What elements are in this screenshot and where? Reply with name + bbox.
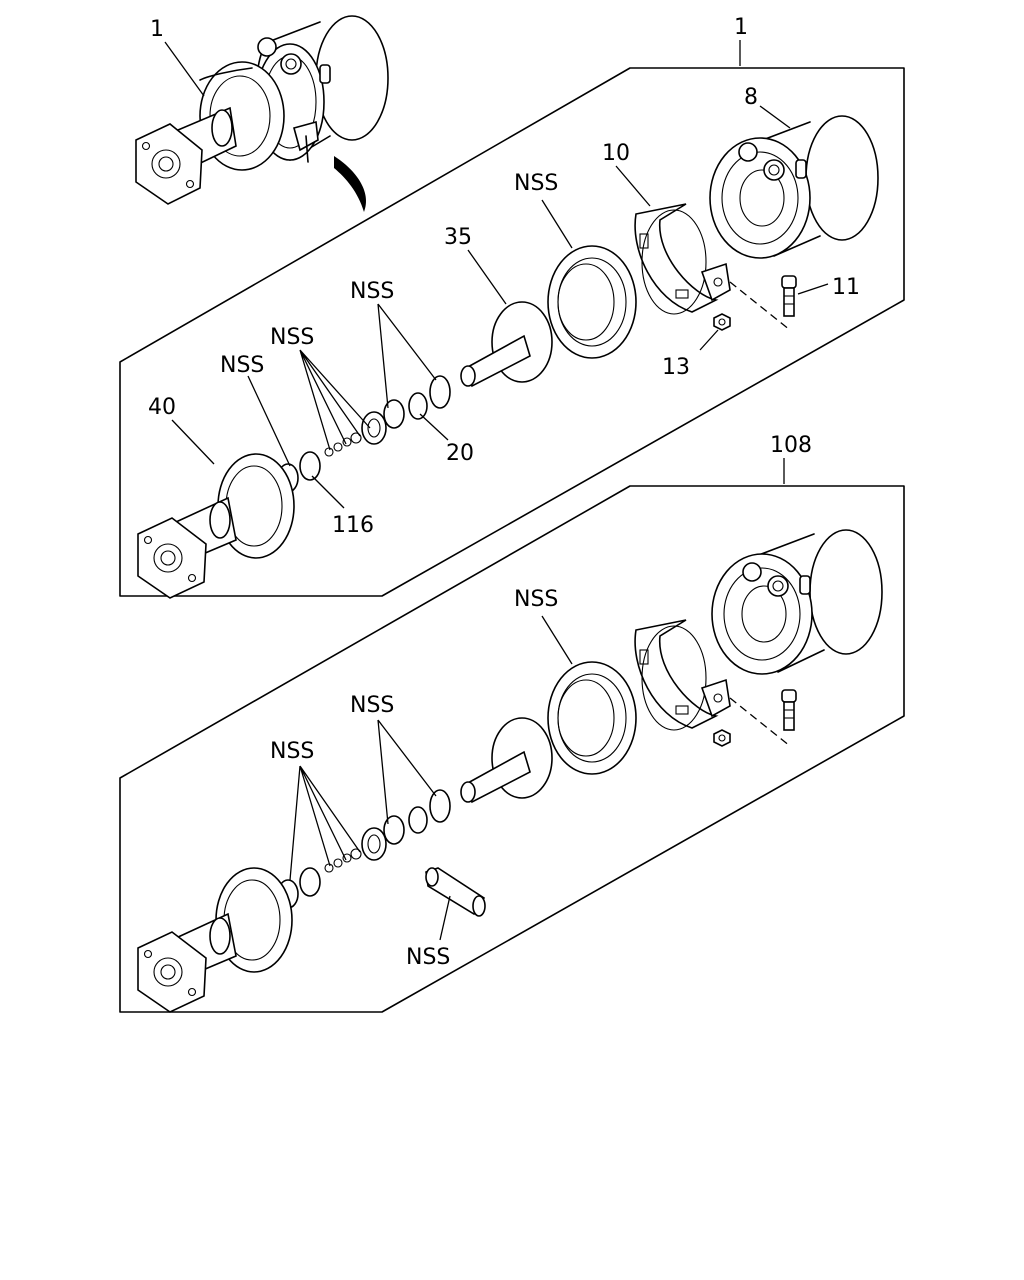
label-ring-left: NSS: [220, 353, 264, 378]
lower-spring-brake-housing: [711, 529, 883, 675]
lower-hex-nut: [713, 729, 731, 747]
label-piston: 35: [444, 225, 472, 250]
o-rings: [408, 375, 451, 420]
lower-diaphragm-seal: [547, 661, 637, 775]
lower-service-chamber-body: [137, 867, 293, 1013]
label-spring-set: NSS: [270, 325, 314, 350]
label-nut: 13: [662, 355, 690, 380]
bearing: [361, 399, 405, 445]
release-tool: [425, 867, 486, 917]
label-seal-outer: NSS: [514, 171, 558, 196]
label-clamp: 10: [602, 141, 630, 166]
push-rod-piston: [460, 301, 553, 388]
assembly-frame-1: [119, 67, 905, 597]
label-assembly-top: 1: [150, 17, 164, 42]
label-assembly-box: 1: [734, 15, 748, 40]
service-chamber-body: [137, 453, 295, 599]
label-oring-pair: NSS: [350, 279, 394, 304]
cap-bolt: [781, 275, 797, 317]
label-lower-tool: NSS: [406, 945, 450, 970]
diaphragm-seal: [547, 245, 637, 359]
label-lower-spring-set: NSS: [270, 739, 314, 764]
clamp-ring: [634, 203, 731, 315]
label-bolt: 11: [832, 275, 860, 300]
label-housing: 8: [744, 85, 758, 110]
lower-o-rings: [408, 789, 451, 834]
label-valve: 116: [332, 513, 374, 538]
assembled-brake-chamber: [135, 15, 389, 212]
lower-push-rod-piston: [460, 717, 553, 804]
label-assembly-lower: 108: [770, 433, 812, 458]
lower-clamp-ring: [634, 619, 731, 731]
label-oring: 20: [446, 441, 474, 466]
label-lower-oring-pair: NSS: [350, 693, 394, 718]
lower-bearing: [361, 815, 405, 861]
assembly-frame-108: [119, 485, 905, 1013]
label-lower-seal-outer: NSS: [514, 587, 558, 612]
hex-nut: [713, 313, 731, 331]
label-body: 40: [148, 395, 176, 420]
spring-brake-housing: [709, 115, 879, 259]
lower-cap-bolt: [781, 689, 797, 731]
